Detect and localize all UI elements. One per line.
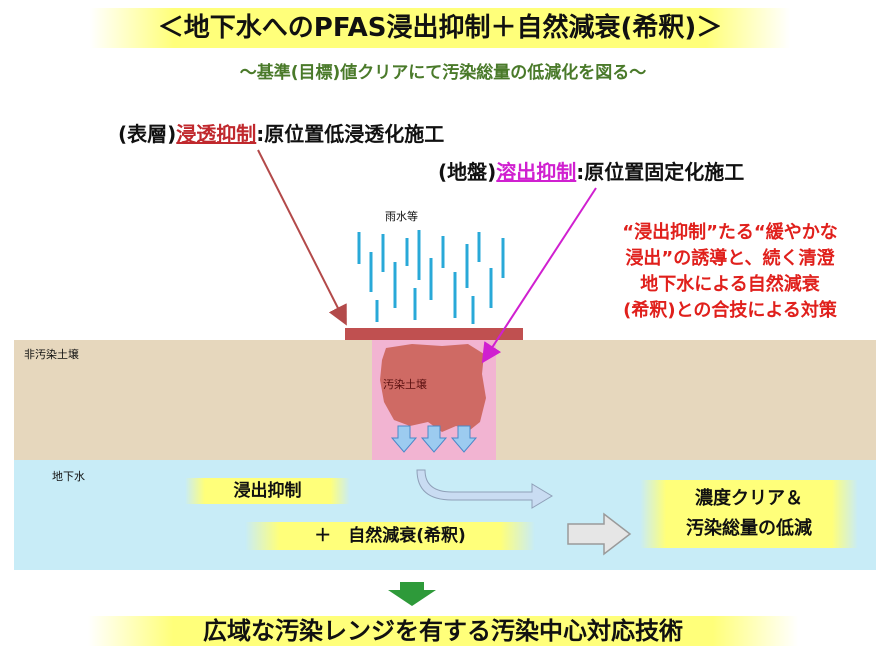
contaminated-soil-label: 汚染土壌 — [383, 378, 427, 391]
result-line: 汚染総量の低減 — [686, 518, 812, 539]
surface-description: :原位置低浸透化施工 — [256, 122, 445, 146]
soil-label: 非汚染土壌 — [24, 348, 79, 361]
surface-pointer-arrow — [257, 149, 347, 326]
groundwater-label: 地下水 — [52, 470, 85, 483]
result-label: 濃度クリア＆ 汚染総量の低減 — [640, 480, 858, 548]
downward-flow-arrows — [390, 425, 478, 453]
surface-highlight: 浸透抑制 — [176, 122, 257, 146]
green-down-arrow — [388, 582, 436, 606]
surface-prefix: (表層) — [118, 122, 177, 146]
note-line: 浸出”の誘導と、続く清澄 — [625, 248, 835, 269]
diagram-title: ＜地下水へのPFAS浸出抑制＋自然減衰(希釈)＞ — [90, 8, 790, 48]
surface-cap-layer — [345, 328, 523, 340]
rain-label: 雨水等 — [385, 210, 418, 223]
rain-drops — [357, 230, 505, 324]
ground-pointer-arrow — [481, 187, 597, 364]
leach-suppression-label: 浸出抑制 — [185, 478, 350, 504]
natural-attenuation-label: ＋ 自然減衰(希釈) — [245, 522, 535, 550]
note-line: (希釈)との合技による対策 — [623, 300, 837, 321]
ground-measure-label: (地盤)溶出抑制:原位置固定化施工 — [438, 156, 744, 185]
leach-flow-arrow — [416, 469, 553, 509]
diagram-subtitle: ～基準(目標)値クリアにて汚染総量の低減化を図る～ — [239, 63, 647, 83]
ground-description: :原位置固定化施工 — [576, 160, 745, 184]
contaminated-soil-shape — [380, 344, 486, 453]
ground-highlight: 溶出抑制 — [496, 160, 577, 184]
note-line: “浸出抑制”たる“緩やかな — [622, 222, 838, 243]
footer-conclusion: 広域な汚染レンジを有する汚染中心対応技術 — [88, 616, 798, 646]
note-line: 地下水による自然減衰 — [640, 274, 820, 295]
result-line: 濃度クリア＆ — [695, 488, 803, 509]
ground-prefix: (地盤) — [438, 160, 497, 184]
strategy-note: “浸出抑制”たる“緩やかな 浸出”の誘導と、続く清澄 地下水による自然減衰 (希… — [580, 220, 880, 324]
result-flow-arrow — [567, 512, 632, 556]
surface-measure-label: (表層)浸透抑制:原位置低浸透化施工 — [118, 118, 444, 147]
